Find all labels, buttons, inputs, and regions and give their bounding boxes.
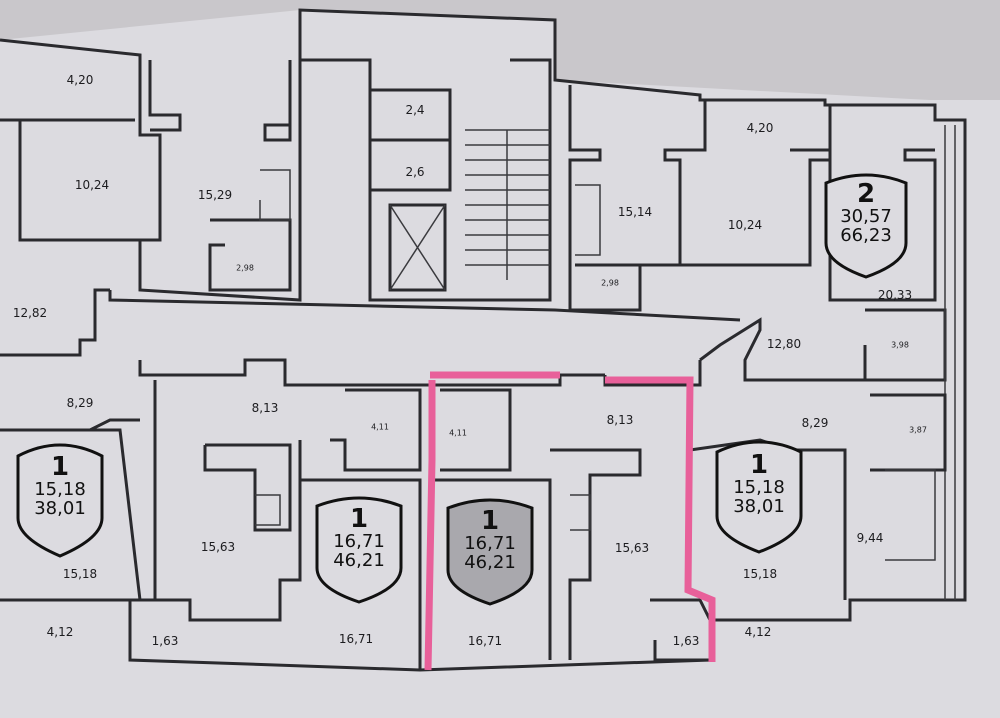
apartment-total-area: 38,01	[34, 498, 86, 520]
room-label: 4,12	[46, 625, 74, 639]
room-label: 3,87	[909, 425, 927, 435]
room-label: 16,71	[467, 634, 503, 648]
room-label: 10,24	[727, 218, 763, 232]
room-label: 3,98	[891, 340, 909, 350]
room-label: 12,80	[766, 337, 802, 351]
room-label: 16,71	[338, 632, 374, 646]
stove-left	[255, 494, 281, 526]
room-label: 2,98	[601, 278, 619, 288]
apartment-rooms: 1	[50, 452, 70, 482]
apartment-badge: 1 16,71 46,21	[311, 492, 407, 604]
kitchen-counter-left	[259, 169, 291, 221]
apartment-badge: 1 15,18 38,01	[10, 438, 110, 558]
wall-bath-411-left	[330, 388, 422, 472]
room-label: 15,14	[617, 205, 653, 219]
apartment-rooms: 1	[349, 504, 369, 534]
apartment-badge: 1 15,18 38,01	[709, 436, 809, 554]
room-label: 8,29	[66, 396, 94, 410]
room-label: 1,63	[151, 634, 179, 648]
kitchen-counter-lower-right	[885, 469, 936, 561]
kitchen-counter-right	[575, 184, 601, 256]
corridor-top	[108, 290, 741, 322]
room-label: 1,63	[672, 634, 700, 648]
room-label: 20,33	[877, 288, 913, 302]
wall-right-hall	[699, 317, 945, 382]
stairs	[465, 129, 550, 280]
room-label: 4,11	[449, 428, 467, 438]
apartment-living-area: 16,71	[464, 533, 516, 555]
apartment-rooms: 1	[749, 450, 769, 480]
wall-mid-left-apt	[300, 478, 422, 670]
wall-lower-left-kitchen	[203, 443, 292, 532]
room-label: 15,18	[742, 567, 778, 581]
room-label: 15,29	[197, 188, 233, 202]
apartment-badge: 1 16,71 46,21	[442, 494, 538, 606]
apartment-rooms: 2	[856, 179, 876, 209]
shield-icon	[824, 173, 908, 279]
wall-2room-living	[828, 105, 937, 302]
wall-left-lower	[0, 428, 142, 601]
apartment-badge: 2 30,57 66,23	[820, 169, 912, 279]
room-label: 4,11	[371, 422, 389, 432]
apartment-living-area: 15,18	[34, 479, 86, 501]
wall-kitchen-left	[148, 60, 182, 132]
room-label: 15,63	[614, 541, 650, 555]
wall-lower-right-kitchen	[550, 448, 642, 660]
room-label: 4,12	[744, 625, 772, 639]
apartment-total-area: 38,01	[733, 496, 785, 518]
room-label: 9,44	[856, 531, 884, 545]
room-label: 2,6	[405, 165, 425, 179]
room-label: 2,4	[405, 103, 425, 117]
highlight-boundary-right	[605, 376, 716, 662]
highlight-boundary-left	[424, 380, 436, 671]
wall-hall-left	[0, 288, 110, 357]
apartment-total-area: 46,21	[464, 552, 516, 574]
room-label: 12,82	[12, 306, 48, 320]
apartment-total-area: 46,21	[333, 550, 385, 572]
stove-right	[570, 494, 591, 531]
room-label: 10,24	[74, 178, 110, 192]
apartment-living-area: 16,71	[333, 531, 385, 553]
room-label: 4,20	[746, 121, 774, 135]
room-label: 8,29	[801, 416, 829, 430]
apartment-living-area: 15,18	[733, 477, 785, 499]
room-label: 8,13	[251, 401, 279, 415]
shield-icon	[16, 443, 104, 558]
room-label: 4,20	[66, 73, 94, 87]
room-label: 15,63	[200, 540, 236, 554]
apartment-rooms: 1	[480, 506, 500, 536]
shield-icon	[715, 440, 803, 554]
room-label: 2,98	[236, 263, 254, 273]
shield-icon	[446, 498, 534, 606]
apartment-living-area: 30,57	[840, 206, 892, 228]
stair-core	[300, 58, 552, 302]
wall-kitchen-right	[263, 60, 292, 142]
room-label: 8,13	[606, 413, 634, 427]
wall-left-living	[18, 120, 160, 242]
shield-icon	[315, 496, 403, 604]
wall-right-bath	[575, 263, 642, 310]
wall-mid-right-apt	[430, 478, 552, 660]
room-label: 15,18	[62, 567, 98, 581]
elevator-cross-2	[389, 204, 446, 291]
wall-bath-411-right	[440, 388, 512, 472]
apartment-total-area: 66,23	[840, 225, 892, 247]
elevator-shaft	[388, 203, 447, 292]
